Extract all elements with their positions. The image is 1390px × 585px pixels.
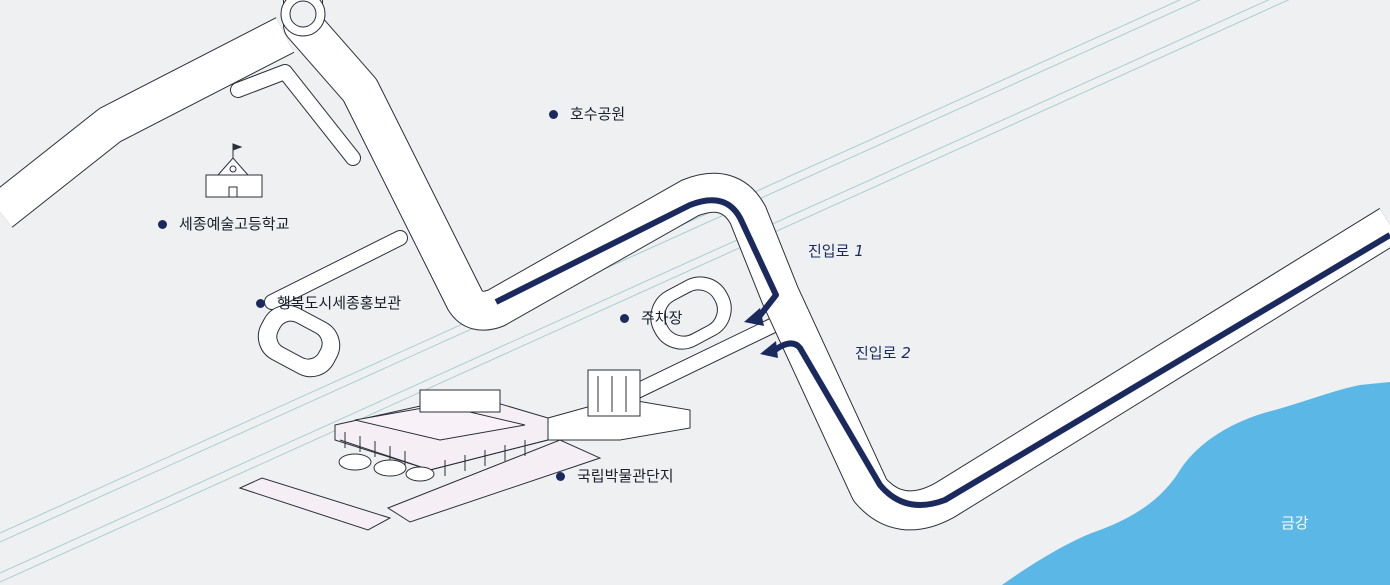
parking-lots-outline [257,276,732,378]
parking-text: 주차장 [641,309,683,327]
river-label: 금강 [1281,514,1309,532]
location-dot-icon [556,471,565,481]
roundabout [280,0,326,37]
location-dot-icon [549,109,558,119]
location-dot-icon [158,219,167,229]
museum-complex-text: 국립박물관단지 [577,467,674,485]
museum-building-icon [334,369,691,482]
entrance-1-number: 1 [854,242,864,260]
lake-park-text: 호수공원 [570,105,626,123]
location-dot-icon [256,298,265,308]
route-lines [494,197,1390,508]
arts-high-school-label[interactable]: 세종예술고등학교 [158,215,289,233]
secondary-roads [230,64,788,400]
parking-label[interactable]: 주차장 [620,309,682,327]
route-arrowheads [744,308,778,358]
river-area [1002,382,1390,585]
main-roads [0,0,1390,531]
museum-complex-label[interactable]: 국립박물관단지 [556,467,674,485]
promo-hall-text: 행복도시세종홍보관 [277,294,402,312]
museum-lots [238,439,602,531]
entrance-2-text: 진입로 [855,344,897,362]
arts-high-school-text: 세종예술고등학교 [179,215,290,233]
promo-hall-label[interactable]: 행복도시세종홍보관 [256,294,401,312]
school-icon [205,143,263,198]
location-dot-icon [620,313,629,323]
lake-park-label[interactable]: 호수공원 [549,105,625,123]
entrance-2-number: 2 [901,344,911,362]
entrance-1-text: 진입로 [808,242,850,260]
